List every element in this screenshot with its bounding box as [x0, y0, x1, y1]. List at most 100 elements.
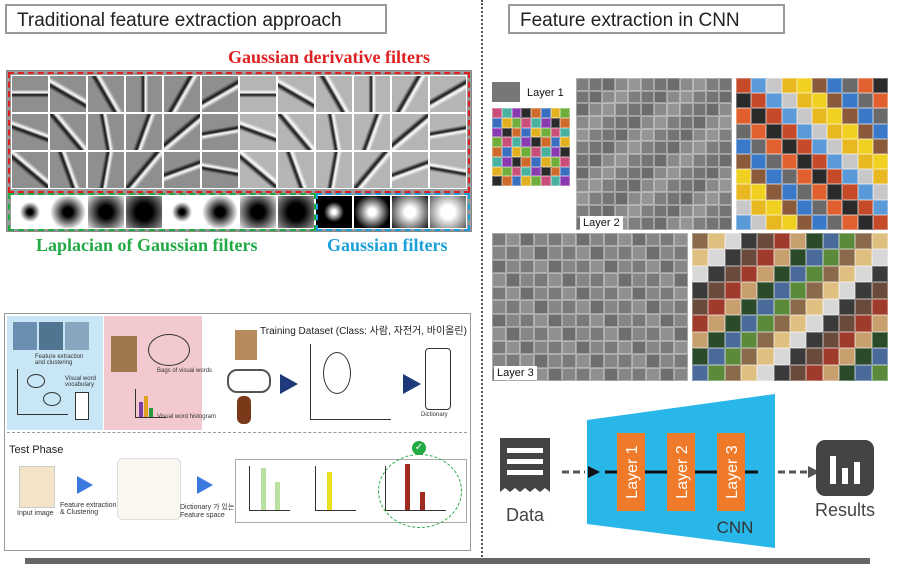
layer2-filter-cell — [680, 141, 693, 154]
layer1-cell — [511, 127, 522, 138]
layer1-cell — [550, 137, 561, 147]
layer3-filter-cell — [660, 327, 674, 341]
layer2-filter-cell — [654, 166, 667, 180]
layer3-cell — [871, 348, 888, 365]
gaussian-tile — [353, 195, 391, 229]
layer2-cell — [766, 169, 782, 185]
layer3-filter-cell — [646, 286, 660, 301]
layer2-filter-cell — [641, 116, 654, 129]
layer-box-1 — [617, 433, 645, 511]
layer2-filter-cell — [719, 90, 732, 104]
layer3-filter-cell — [590, 354, 604, 368]
right-title: Feature extraction in CNN — [508, 4, 785, 34]
layer2-filter-cell — [654, 192, 667, 205]
layer2-cell — [736, 184, 752, 200]
layer2-filter-cell — [719, 78, 732, 91]
layer3-filter-cell — [632, 286, 646, 301]
layer1-cell — [492, 166, 502, 177]
layer3-filter-cell — [632, 233, 646, 247]
layer3-filter-cell — [534, 313, 548, 328]
layer2-filter-cell — [641, 217, 654, 230]
layer3-cell — [855, 331, 872, 349]
layer2-cell — [796, 184, 812, 200]
layer2-cell — [812, 154, 828, 170]
laplacian-tile — [87, 195, 125, 229]
layer3-cell — [724, 233, 741, 250]
layer2-filter-cell — [693, 154, 706, 167]
filter-tile — [315, 113, 353, 151]
layer2-filter-cell — [693, 204, 706, 218]
layer2-filter-cell — [680, 128, 693, 142]
layer3-filter-cell — [548, 327, 562, 341]
layer1-cell — [492, 147, 502, 157]
layer3-filter-cell — [520, 300, 534, 314]
layer2-filter-cell — [706, 192, 719, 205]
layer3-filters — [492, 233, 688, 381]
layer2-cell — [857, 214, 873, 230]
layer3-cell — [822, 233, 839, 250]
layer3-filter-cell — [590, 286, 604, 301]
arrow-icon — [280, 374, 298, 394]
layer3-filter-cell — [562, 246, 576, 260]
layer3-filter-cell — [618, 233, 632, 247]
layer3-cell — [806, 265, 823, 283]
layer1-cell — [550, 147, 561, 157]
filter-tile — [125, 75, 163, 113]
layer3-cell — [708, 265, 725, 283]
filter-tile — [239, 151, 277, 189]
layer3-filter-cell — [576, 354, 590, 368]
layer2-cell — [842, 123, 858, 139]
match-ellipse — [378, 454, 462, 528]
layer3-filter-cell — [534, 246, 548, 260]
layer2-filter-cell — [589, 90, 602, 104]
layer3-filter-cell — [534, 327, 548, 341]
layer2-filter-cell — [667, 90, 680, 104]
layer2-filter-cell — [667, 179, 680, 192]
layer1-cell — [521, 117, 531, 128]
layer2-cell — [781, 138, 797, 154]
layer3-filter-cell — [520, 286, 534, 301]
bags-of-words-icon — [148, 334, 190, 366]
layer3-cell — [871, 331, 888, 349]
layer3-filter-cell — [520, 246, 534, 260]
layer3-cell — [692, 233, 709, 250]
layer3-cell — [773, 331, 790, 349]
laplacian-tile — [49, 195, 87, 229]
check-icon: ✓ — [412, 441, 426, 455]
filter-tile — [391, 75, 429, 113]
layer2-filter-cell — [628, 192, 641, 205]
layer2-filter-cell — [680, 103, 693, 116]
layer3-filter-cell — [590, 273, 604, 287]
histogram-icon — [135, 389, 166, 418]
layer3-filter-cell — [492, 313, 506, 328]
layer2-cell — [736, 199, 752, 215]
layer2-filter-cell — [667, 192, 680, 205]
layer2-filter-cell — [654, 78, 667, 91]
layer2-filter-cell — [667, 217, 680, 230]
layer3-filter-cell — [660, 367, 674, 381]
histogram-green-bar — [275, 482, 280, 510]
layer1-cell — [492, 117, 502, 128]
layer3-filter-cell — [548, 233, 562, 247]
layer2-cell — [796, 108, 812, 124]
layer3-filter-cell — [520, 340, 534, 355]
filter-tile — [315, 151, 353, 189]
layer1-cell — [531, 127, 541, 138]
layer3-cell — [757, 282, 774, 299]
layer-box-2 — [667, 433, 695, 511]
layer1-cell — [492, 176, 502, 186]
layer3-cell — [724, 298, 741, 316]
bags-block — [104, 316, 202, 430]
layer2-cell — [796, 199, 812, 215]
layer2-filter-cell — [589, 141, 602, 154]
layer1-cell — [560, 117, 570, 128]
layer1-cell — [540, 127, 551, 138]
layer3-cell — [773, 265, 790, 283]
layer2-cell — [842, 154, 858, 170]
layer3-cell — [790, 364, 807, 381]
filter-tile — [49, 75, 87, 113]
histograms-box — [235, 459, 467, 523]
layer3-filter-cell — [534, 273, 548, 287]
layer2-cell — [796, 154, 812, 170]
layer2-filter-cell — [719, 128, 732, 142]
